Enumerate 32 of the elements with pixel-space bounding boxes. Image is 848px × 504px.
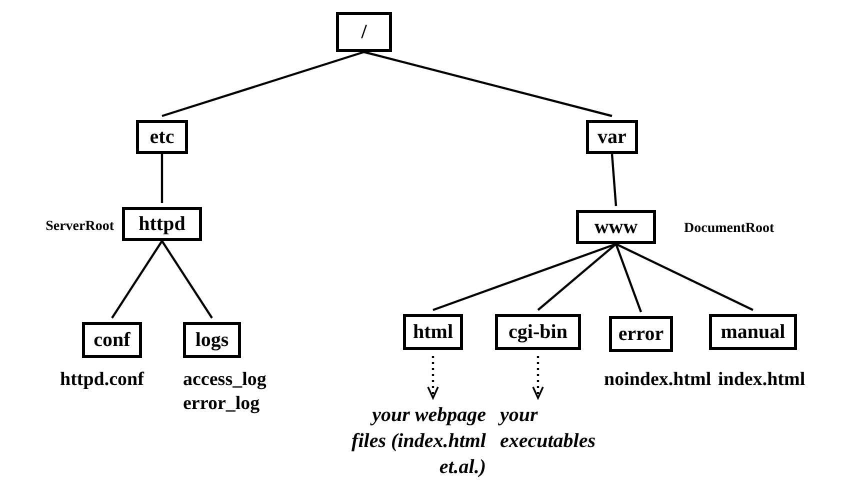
note-text: your webpage files (index.html et.al.) — [336, 402, 486, 480]
note-text: your executables — [500, 402, 630, 454]
file-name: error_log — [183, 392, 261, 416]
tree-line — [364, 50, 612, 118]
tree-line — [432, 242, 616, 312]
tree-line — [616, 243, 754, 311]
dotted-arrow — [427, 356, 439, 399]
folder-box: var — [586, 120, 638, 154]
file-name: noindex.html — [604, 368, 712, 392]
folder-box: / — [336, 12, 392, 52]
tree-line — [537, 243, 617, 311]
folder-box: logs — [183, 322, 241, 358]
tree-line — [162, 50, 364, 118]
file-name: access_log — [183, 368, 268, 392]
folder-box: manual — [709, 314, 797, 350]
folder-box: etc — [136, 120, 188, 154]
tree-line — [161, 240, 213, 319]
tree-line — [614, 244, 642, 312]
tree-line — [610, 154, 618, 206]
folder-box: cgi-bin — [495, 314, 581, 350]
file-name: httpd.conf — [60, 368, 146, 392]
folder-box: conf — [82, 322, 142, 358]
file-name: index.html — [718, 368, 806, 392]
tree-line — [111, 240, 163, 319]
folder-box: www — [576, 210, 656, 244]
folder-box: html — [403, 314, 463, 350]
tree-line — [160, 154, 164, 203]
folder-box: httpd — [122, 207, 202, 241]
dotted-arrow — [532, 356, 544, 399]
root-label: ServerRoot — [44, 218, 114, 236]
folder-box: error — [609, 316, 673, 352]
root-label: DocumentRoot — [684, 220, 776, 238]
